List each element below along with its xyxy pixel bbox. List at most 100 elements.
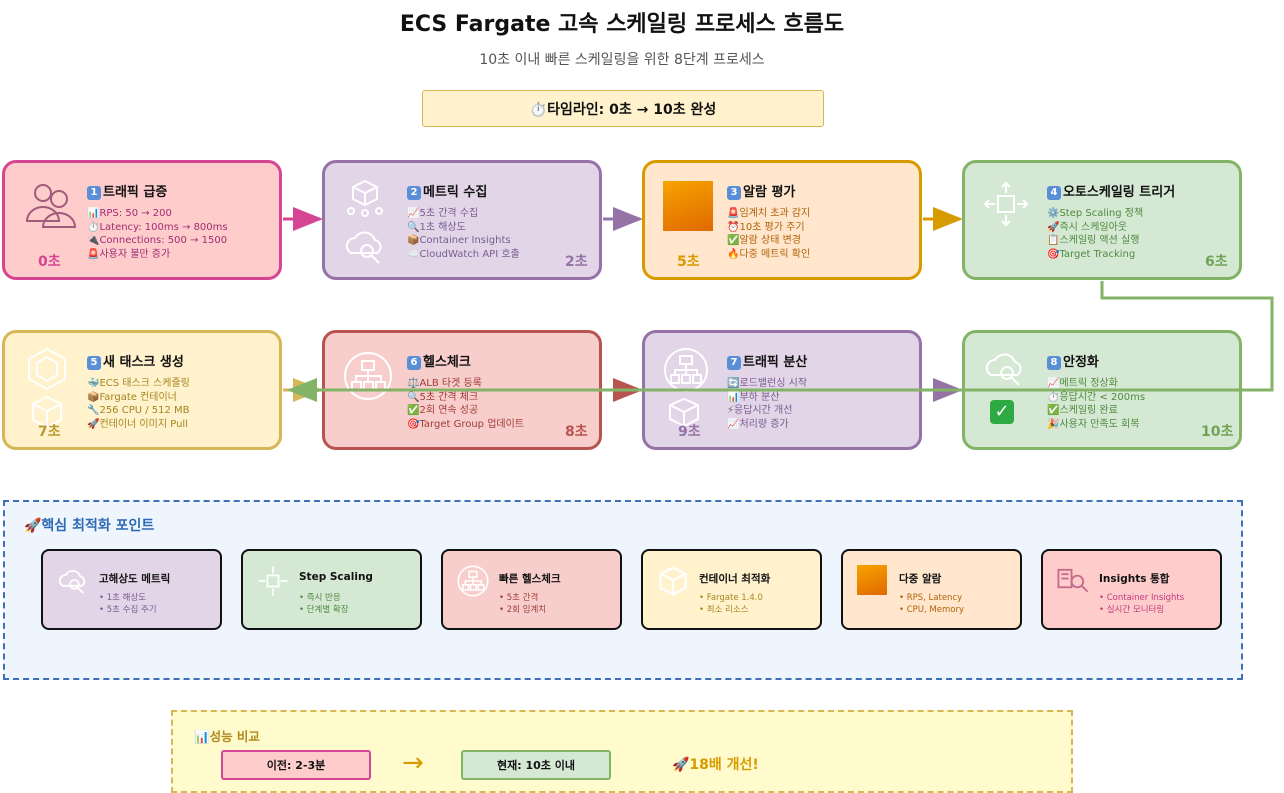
step-time: 9초 — [678, 424, 701, 440]
step-item: 📈5초 간격 수집 — [407, 208, 479, 219]
step-item: 📦Fargate 컨테이너 — [87, 391, 177, 403]
step-items: 🐳ECS 태스크 스케줄링 📦Fargate 컨테이너 🔧256 CPU / 5… — [87, 377, 190, 431]
step-number-badge: 1 — [87, 186, 101, 200]
opt-item: • Container Insights — [1099, 593, 1185, 603]
step-item: 🚀즉시 스케일아웃 — [1047, 221, 1128, 233]
step-number-badge: 8 — [1047, 356, 1061, 370]
opt-item: • 최소 리소스 — [699, 604, 749, 615]
step-item: 🎯Target Group 업데이트 — [407, 418, 524, 430]
step-items: 🔄로드밸런싱 시작 📊부하 분산 ⚡응답시간 개선 📈처리량 증가 — [727, 377, 807, 431]
opt-item: • RPS, Latency — [899, 593, 963, 603]
step-item: ✅스케일링 완료 — [1047, 405, 1118, 416]
step-item: 🎯Target Tracking — [1047, 248, 1136, 260]
step-title: 새 태스크 생성 — [103, 355, 184, 370]
opt-item: • 실시간 모니터링 — [1099, 604, 1165, 615]
sitemap-icon — [457, 565, 489, 597]
autoscaling-chip-icon — [258, 566, 288, 596]
orange-square-icon — [857, 565, 887, 595]
opt-title: Step Scaling — [299, 571, 373, 583]
step-item: ⚡응답시간 개선 — [727, 405, 793, 416]
opt-item: • 단계별 확장 — [299, 604, 349, 615]
opt-high-res-metrics: 고해상도 메트릭 • 1초 해상도 • 5초 수집 주기 — [41, 549, 222, 630]
step-item: 📋스케일링 액션 실행 — [1047, 235, 1140, 246]
step-item: 🔄로드밸런싱 시작 — [727, 378, 808, 389]
step-item: ✅알람 상태 변경 — [727, 235, 802, 246]
step-items: ⚖️ALB 타겟 등록 🔍5초 간격 체크 ✅2회 연속 성공 🎯Target … — [407, 377, 524, 431]
opt-item: • 2회 임계치 — [499, 604, 547, 615]
step-title: 트래픽 급증 — [103, 185, 168, 200]
checkmark-icon: ✓ — [990, 400, 1014, 424]
step-item: 🐳ECS 태스크 스케줄링 — [87, 378, 190, 389]
step-item: 🔍1초 해상도 — [407, 221, 466, 233]
step-item: 📊RPS: 50 → 200 — [87, 208, 172, 219]
box-icon — [659, 566, 687, 596]
step-item: 📊부하 분산 — [727, 391, 780, 403]
step-number-badge: 2 — [407, 186, 421, 200]
step-number-badge: 5 — [87, 356, 101, 370]
step-time: 6초 — [1205, 254, 1228, 270]
opt-multi-alarm: 다중 알람 • RPS, Latency • CPU, Memory — [841, 549, 1022, 630]
opt-title: 고해상도 메트릭 — [99, 573, 171, 585]
opt-title: Insights 통합 — [1099, 573, 1170, 585]
perf-before-box: 이전: 2-3분 — [221, 750, 371, 780]
step-number-badge: 7 — [727, 356, 741, 370]
step-title: 안정화 — [1063, 355, 1099, 370]
step-number-badge: 4 — [1047, 186, 1061, 200]
opt-insights-integration: Insights 통합 • Container Insights • 실시간 모… — [1041, 549, 1222, 630]
step-title: 트래픽 분산 — [743, 355, 808, 370]
step-title: 알람 평가 — [743, 185, 796, 200]
opt-item: • 1초 해상도 — [99, 593, 147, 603]
cloud-search-icon — [58, 570, 86, 594]
box-icon — [32, 395, 62, 429]
core-optimization-title: 🚀핵심 최적화 포인트 — [24, 518, 155, 534]
opt-title: 컨테이너 최적화 — [699, 573, 771, 585]
opt-item: • 즉시 반응 — [299, 593, 341, 603]
cloud-search-icon — [345, 231, 382, 264]
step-title: 오토스케일링 트리거 — [1063, 185, 1176, 200]
step-item: 📈처리량 증가 — [727, 418, 789, 430]
opt-step-scaling: Step Scaling • 즉시 반응 • 단계별 확장 — [241, 549, 422, 630]
step-items: 📈5초 간격 수집 🔍1초 해상도 📦Container Insights ☁️… — [407, 207, 520, 261]
page-subtitle: 10초 이내 빠른 스케일링을 위한 8단계 프로세스 — [479, 52, 765, 68]
step-items: 📊RPS: 50 → 200 ⏱️Latency: 100ms → 800ms … — [87, 207, 228, 261]
step-title: 헬스체크 — [423, 355, 471, 370]
opt-container-optimization: 컨테이너 최적화 • Fargate 1.4.0 • 최소 리소스 — [641, 549, 822, 630]
step-number-badge: 6 — [407, 356, 421, 370]
core-optimization-panel — [3, 500, 1243, 680]
step-item: 🚀컨테이너 이미지 Pull — [87, 418, 188, 430]
step-time: 8초 — [565, 424, 588, 440]
step-title: 메트릭 수집 — [423, 185, 488, 200]
step-item: ☁️CloudWatch API 호출 — [407, 248, 520, 260]
step-items: 📈메트릭 정상화 ⏱️응답시간 < 200ms ✅스케일링 완료 🎉사용자 만족… — [1047, 377, 1145, 431]
step-item: 🔍5초 간격 체크 — [407, 391, 479, 403]
step-number-badge: 3 — [727, 186, 741, 200]
perf-after-box: 현재: 10초 이내 — [461, 750, 611, 780]
step-item: 📈메트릭 정상화 — [1047, 378, 1118, 389]
step-time: 10초 — [1201, 424, 1234, 440]
step-time: 0초 — [38, 254, 61, 270]
step-item: ⏱️응답시간 < 200ms — [1047, 391, 1146, 403]
step-time: 7초 — [38, 424, 61, 440]
opt-item: • 5초 수집 주기 — [99, 604, 157, 615]
hexagon-icon — [28, 347, 66, 391]
performance-title: 📊성능 비교 — [194, 729, 260, 744]
step-item: ⏰10초 평가 주기 — [727, 221, 805, 233]
step-item: 🚨임계치 초과 감지 — [727, 208, 811, 219]
step-time: 2초 — [565, 254, 588, 270]
box-icon — [669, 397, 699, 428]
step-item: ⚖️ALB 타겟 등록 — [407, 378, 482, 389]
page-title: ECS Fargate 고속 스케일링 프로세스 흐름도 — [399, 12, 845, 37]
autoscaling-chip-icon — [983, 181, 1029, 227]
timeline-banner: ⏱️타임라인: 0초 → 10초 완성 — [422, 90, 824, 127]
opt-item: • Fargate 1.4.0 — [699, 593, 763, 603]
step-item: 📦Container Insights — [407, 235, 511, 246]
step-item: 🚨사용자 불만 증가 — [87, 248, 171, 260]
step-item: 🔥다중 메트릭 확인 — [727, 248, 811, 260]
orange-square-icon — [663, 181, 713, 231]
opt-fast-healthcheck: 빠른 헬스체크 • 5초 간격 • 2회 임계치 — [441, 549, 622, 630]
opt-title: 다중 알람 — [899, 573, 942, 585]
